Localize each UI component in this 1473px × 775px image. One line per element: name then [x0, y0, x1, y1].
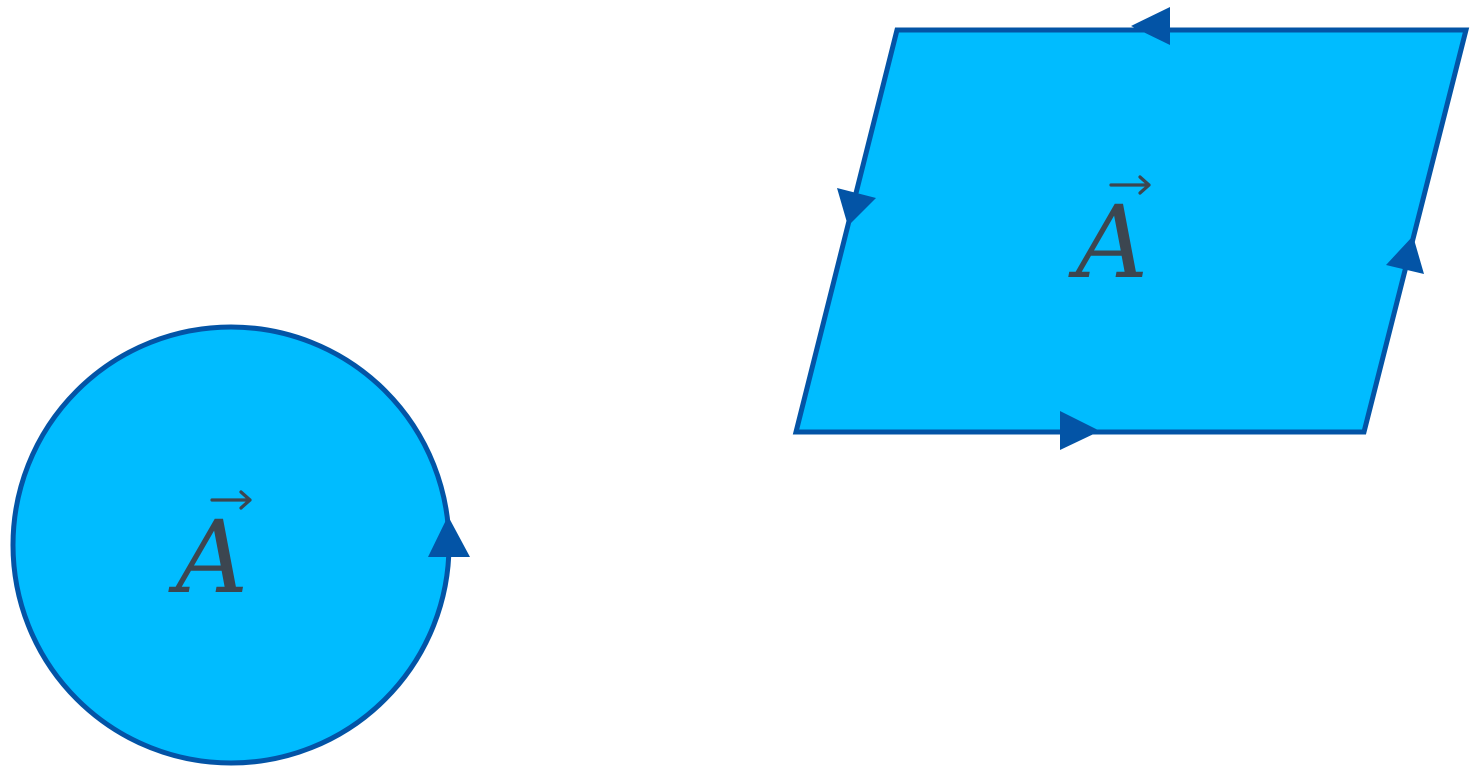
circle-label-text: A [168, 499, 248, 616]
parallelogram-surface-body [792, 27, 1470, 435]
parallelogram-left-arrow-icon [837, 188, 876, 226]
circle-surface: A [10, 324, 470, 766]
parallelogram-surface: A [792, 7, 1470, 450]
parallelogram-right-arrow-icon [1386, 236, 1424, 274]
parallelogram-top-arrow-icon [1131, 7, 1170, 45]
circle-vector-arrow-icon [210, 490, 252, 510]
circle-circulation-arrow-icon [428, 516, 470, 557]
parallelogram-bottom-arrow-icon [1060, 411, 1100, 450]
circle-vector-label: A [168, 490, 252, 616]
parallelogram-label-text: A [1068, 184, 1148, 301]
parallelogram-vector-label: A [1068, 175, 1151, 301]
parallelogram-vector-arrow-icon [1109, 175, 1151, 195]
